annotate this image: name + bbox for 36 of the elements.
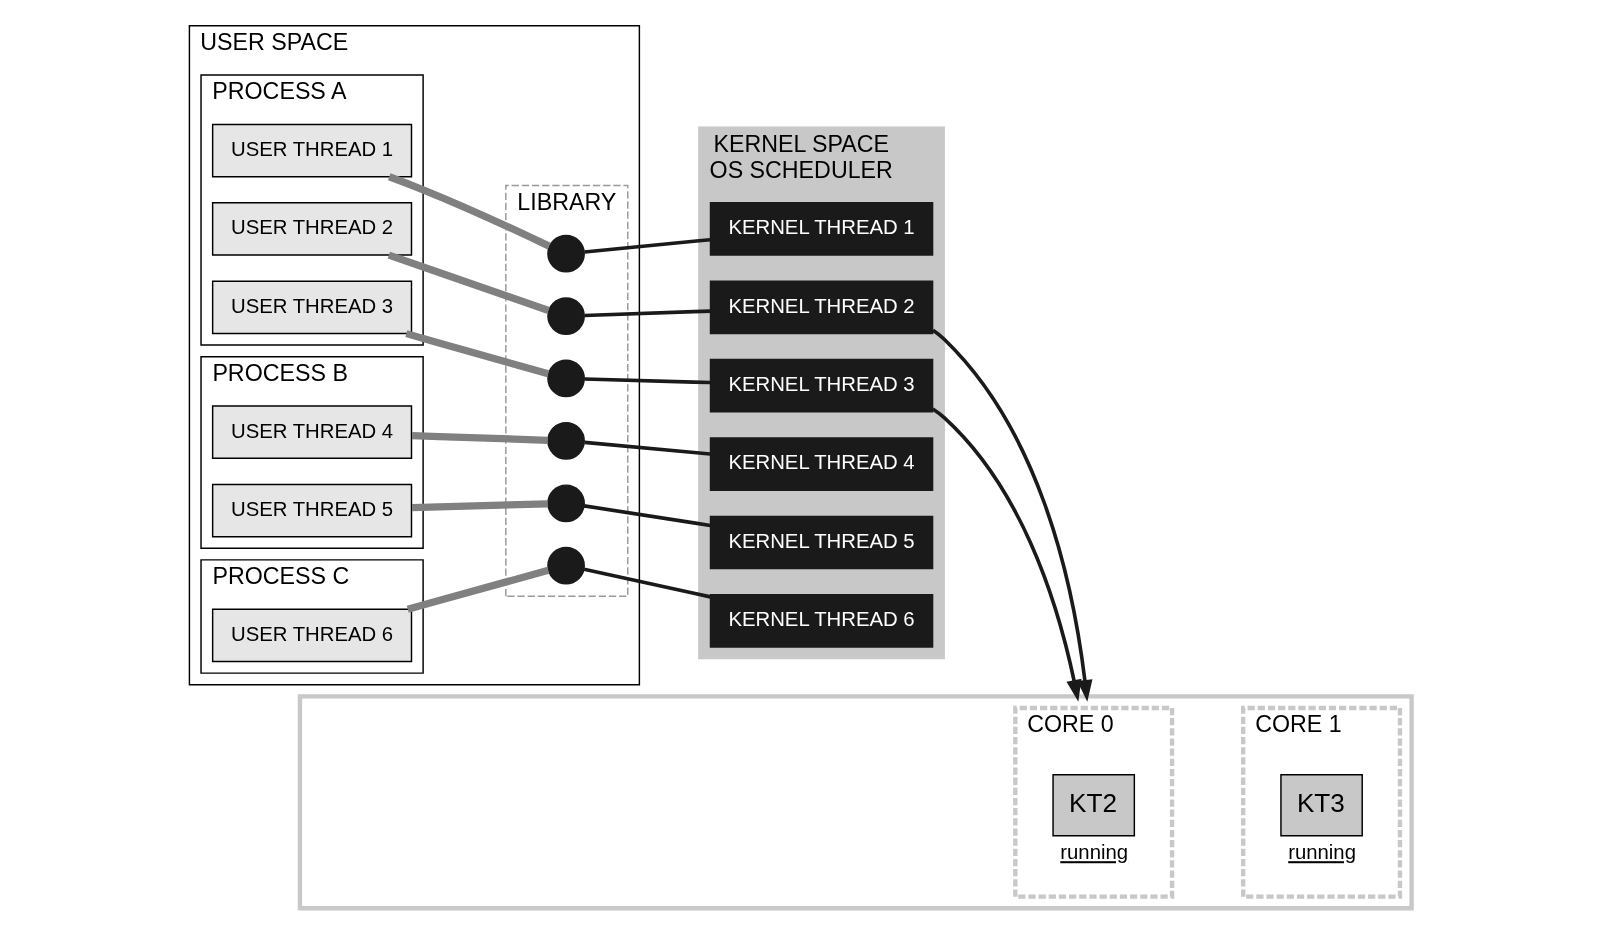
arrow [931,407,1082,702]
node-box: USER THREAD 2 [211,202,413,256]
connector [583,504,711,528]
node-circle [547,359,585,398]
node-label: running [1288,841,1356,864]
connector [388,173,551,250]
node-box: KERNEL THREAD 4 [709,437,934,491]
connector [411,431,548,444]
cluster: LIBRARY [505,184,629,597]
connector [584,237,711,254]
node-box: USER THREAD 4 [211,405,413,459]
connector [583,567,711,599]
node-box: USER THREAD 6 [211,608,413,663]
connector [387,251,550,314]
node-label: running [1060,841,1129,864]
node-circle [547,234,585,273]
connector [584,309,711,318]
connector [405,330,550,378]
node-box: KERNEL THREAD 5 [709,515,934,570]
node-circle [547,422,585,460]
node-box: KERNEL THREAD 2 [709,280,934,335]
connector [584,440,711,456]
node-box: USER THREAD 3 [211,280,413,335]
node-circle [547,484,585,523]
connector [406,566,550,613]
arrow [931,328,1093,702]
node-circle [547,297,585,335]
node-box: USER THREAD 1 [211,123,413,178]
connector [584,377,711,385]
node-box: KERNEL THREAD 3 [709,358,934,413]
node-box: USER THREAD 5 [211,483,413,538]
node-circle [547,546,585,585]
node-box: KERNEL THREAD 6 [709,594,934,648]
node-box: KERNEL THREAD 1 [709,202,934,256]
connector [411,500,548,512]
cluster [297,694,1414,911]
